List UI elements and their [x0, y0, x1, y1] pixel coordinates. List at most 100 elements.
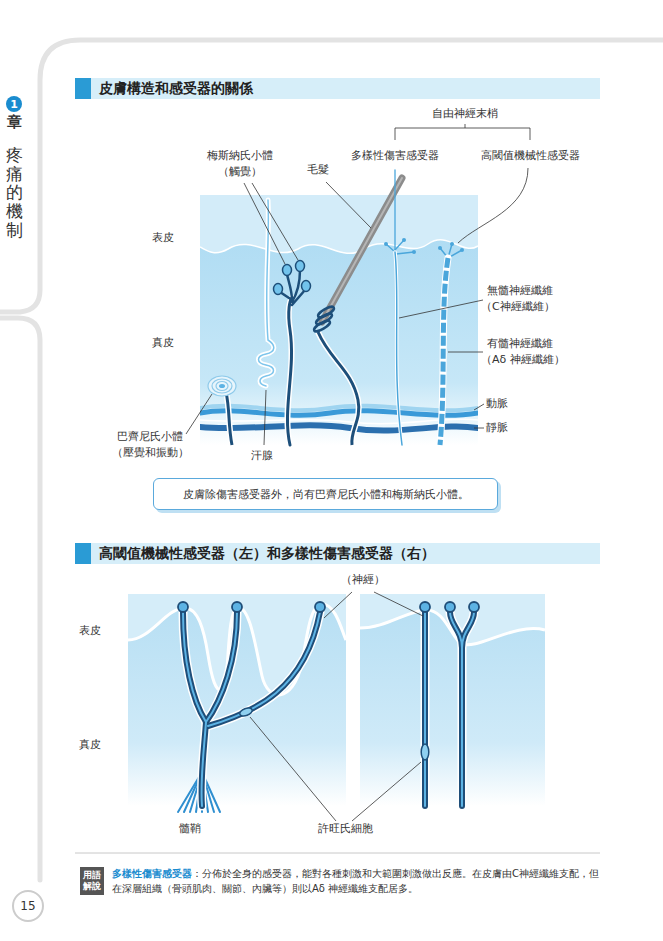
layer-label: 表皮 — [152, 231, 174, 245]
leader-line — [474, 404, 484, 410]
layer-label: 表皮 — [79, 624, 101, 638]
part-label: 無髓神經纖維 — [487, 284, 553, 298]
nerve — [421, 612, 430, 806]
nerve — [183, 612, 474, 806]
section-heading: 皮膚構造和感受器的關係 — [75, 78, 600, 99]
skin-section — [200, 195, 478, 445]
hair — [313, 319, 332, 333]
nerve — [208, 612, 320, 726]
part-note: （觸覺） — [218, 165, 262, 179]
leader-line — [244, 183, 285, 264]
pacinian-corpuscle — [226, 392, 232, 445]
skin-section — [360, 594, 545, 806]
nerve — [420, 602, 430, 612]
nerve — [201, 722, 206, 806]
pacinian-corpuscle — [208, 376, 236, 445]
leader-line — [252, 183, 298, 260]
part-label: 靜脈 — [486, 421, 508, 435]
part-label: 梅斯納氏小體 — [207, 149, 273, 163]
nerve — [469, 602, 479, 612]
leader-line — [326, 182, 371, 228]
part-label: 高閾值機械性感受器 — [481, 149, 580, 163]
pacinian-corpuscle — [219, 384, 225, 388]
polymodal-nociceptor — [412, 250, 416, 254]
high-threshold-mechanoreceptor — [460, 248, 464, 252]
polymodal-nociceptor — [386, 240, 414, 254]
blood-vessel — [200, 411, 478, 416]
leader-line — [474, 428, 484, 429]
part-label: 有髓神經纖維 — [487, 337, 553, 351]
hair — [322, 178, 402, 322]
divider-line — [75, 853, 600, 854]
node-text: 1 — [10, 99, 18, 110]
hair — [322, 178, 402, 322]
nerve — [450, 612, 474, 806]
high-threshold-mechanoreceptor — [450, 242, 454, 246]
meissner-corpuscle — [296, 261, 305, 272]
chapter-badge: 1 — [6, 96, 22, 112]
meissner-corpuscle — [302, 281, 311, 292]
nerve — [178, 602, 188, 612]
page-frame — [0, 318, 40, 880]
nerve — [206, 612, 237, 722]
high-threshold-mechanoreceptor — [440, 258, 448, 445]
page-number: 15 — [12, 890, 44, 922]
leader-line — [399, 300, 483, 318]
nerve — [422, 612, 428, 806]
part-label: 毛髮 — [307, 163, 329, 177]
part-label: 許旺氏細胞 — [318, 822, 373, 836]
chapter-title: 疼痛的機制 — [6, 146, 23, 239]
meissner-corpuscle — [274, 284, 283, 295]
chapter-label: 章 — [7, 113, 22, 133]
nerve — [208, 612, 320, 726]
nerve — [178, 602, 479, 612]
nerve — [450, 612, 474, 806]
pacinian-corpuscle — [226, 392, 232, 445]
layer-label: 真皮 — [79, 738, 101, 752]
polymodal-nociceptor — [384, 170, 416, 445]
pacinian-corpuscle — [216, 382, 228, 391]
part-label: 多樣性傷害感受器 — [351, 149, 439, 163]
leader-line — [186, 124, 530, 445]
part-note: （Aδ 神經纖維） — [481, 353, 565, 367]
nerve — [178, 602, 479, 806]
nerve — [183, 612, 206, 722]
polymodal-nociceptor — [394, 170, 395, 252]
nerve — [445, 602, 455, 612]
skin-section — [200, 195, 478, 445]
schwann-cell — [239, 706, 254, 717]
leader-line — [395, 124, 530, 140]
node-text: 15 — [20, 900, 35, 912]
leader-line — [250, 592, 423, 821]
nerve — [183, 612, 206, 722]
part-label: 巴齊尼氏小體 — [117, 430, 183, 444]
high-threshold-mechanoreceptor — [438, 246, 442, 250]
high-threshold-mechanoreceptor — [440, 244, 462, 258]
nerve — [424, 612, 426, 806]
nerve — [232, 602, 242, 612]
blood-vessel — [200, 419, 478, 424]
schwann-cell — [421, 744, 429, 760]
pacinian-corpuscle — [208, 376, 236, 396]
group-label: 自由神經末梢 — [432, 107, 498, 121]
part-note: （壓覺和振動） — [112, 446, 189, 460]
part-label: 汗腺 — [251, 449, 273, 463]
leader-line — [250, 717, 336, 821]
schwann-cell — [239, 706, 429, 760]
leader-line — [324, 592, 352, 618]
leader-line — [186, 394, 212, 434]
skin-section — [200, 195, 478, 253]
caption-box: 皮膚除傷害感受器外，尚有巴齊尼氏小體和梅斯納氏小體。 — [153, 478, 498, 510]
high-threshold-mechanoreceptor — [438, 242, 464, 445]
part-label: （神經） — [341, 573, 385, 587]
leader-line — [352, 762, 421, 821]
nerve — [315, 602, 325, 612]
meissner-corpuscle — [287, 298, 292, 445]
node-text: 用語 解說 — [80, 870, 104, 892]
hair — [318, 332, 359, 445]
nerve — [183, 612, 474, 806]
part-note: （C神經纖維） — [481, 300, 555, 314]
skin-section — [200, 240, 478, 254]
nerve — [183, 612, 206, 722]
term-tag: 用語 解說 — [80, 867, 104, 895]
